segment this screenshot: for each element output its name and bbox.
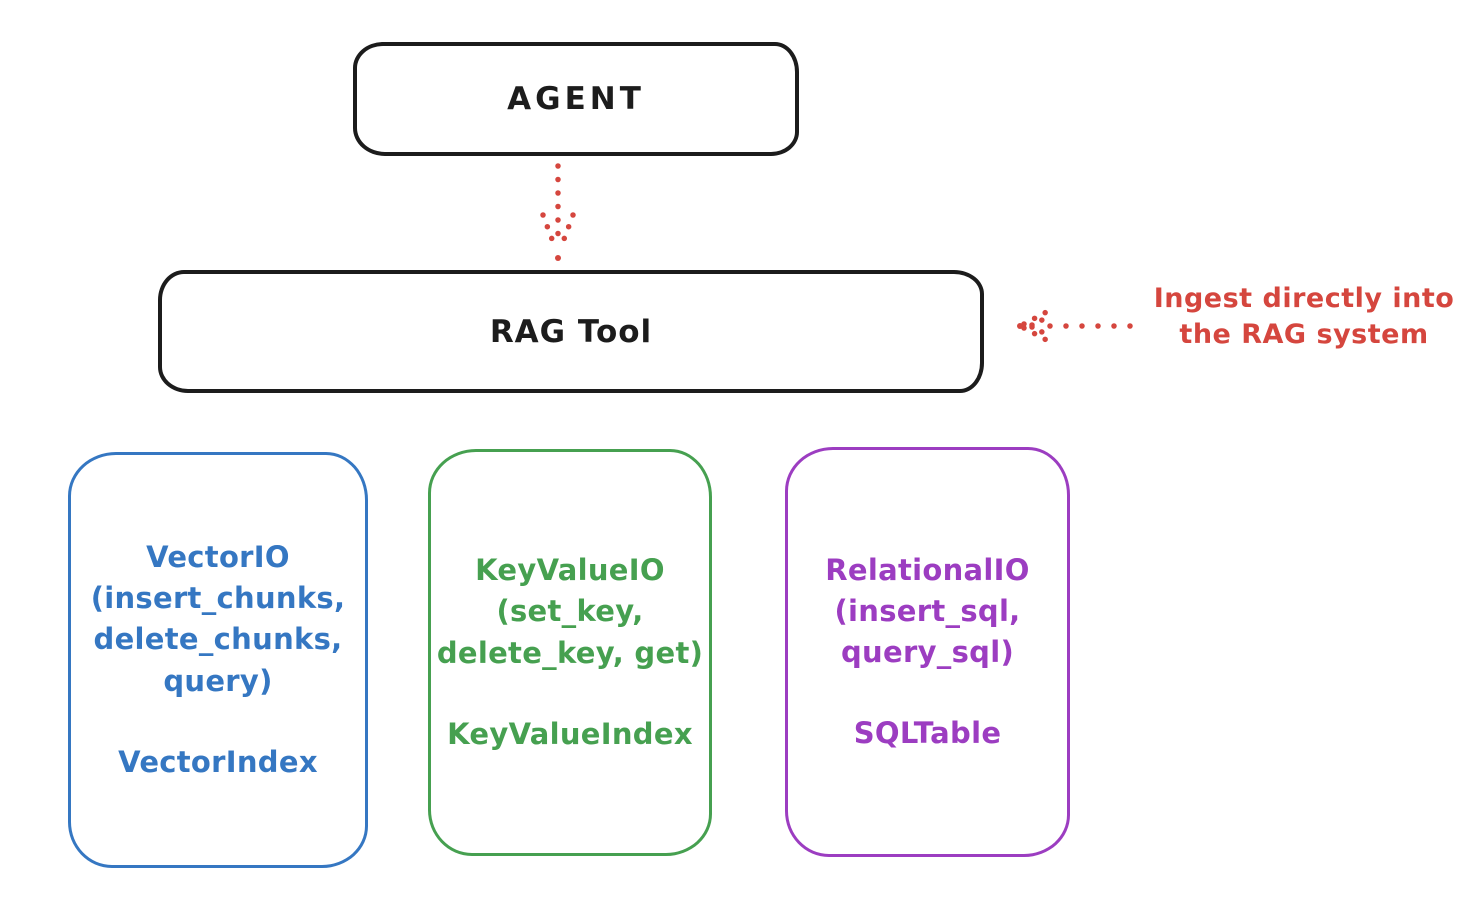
relational-io-title: RelationalIO (insert_sql, query_sql) (825, 552, 1030, 669)
ingest-annotation-line2: the RAG system (1179, 319, 1429, 351)
down-arrow-icon (540, 163, 576, 261)
agent-node: AGENT (353, 42, 799, 156)
vector-io-node: VectorIO (insert_chunks, delete_chunks, … (68, 452, 368, 868)
keyvalue-index-label: KeyValueIndex (447, 716, 693, 751)
keyvalue-io-node: KeyValueIO (set_key, delete_key, get) Ke… (428, 449, 712, 856)
ingest-annotation-line1: Ingest directly into (1153, 283, 1455, 314)
left-arrow-icon (1017, 306, 1139, 346)
vector-index-label: VectorIndex (118, 744, 318, 779)
relational-io-node: RelationalIO (insert_sql, query_sql) SQL… (785, 447, 1070, 857)
rag-tool-label: RAG Tool (489, 313, 653, 350)
agent-label: AGENT (507, 81, 645, 117)
keyvalue-io-title: KeyValueIO (set_key, delete_key, get) (436, 553, 704, 670)
sql-table-label: SQLTable (853, 716, 1002, 751)
rag-tool-node: RAG Tool (158, 270, 984, 393)
ingest-annotation: Ingest directly into the RAG system (1130, 281, 1478, 354)
vector-io-title: VectorIO (insert_chunks, delete_chunks, … (90, 540, 346, 698)
